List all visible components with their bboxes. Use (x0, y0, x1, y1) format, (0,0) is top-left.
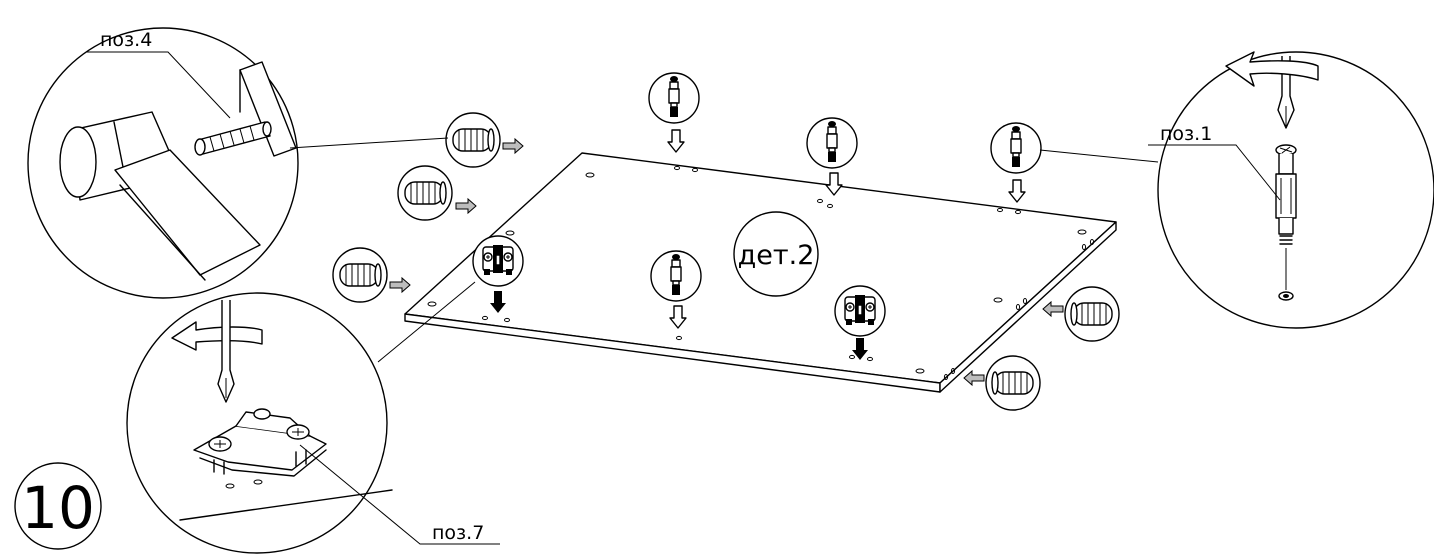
detail-circle-mounting-plate (126, 292, 500, 554)
step-number: 10 (21, 474, 95, 542)
dowel-marker (397, 165, 477, 221)
dowel-marker (332, 247, 411, 303)
dowel-marker (1042, 286, 1120, 342)
panel-label: дет.2 (738, 240, 815, 271)
panel-label-badge: дет.2 (733, 211, 819, 297)
callout-pos7-label: поз.7 (432, 522, 484, 544)
eccentric-pin-marker (990, 122, 1042, 203)
callout-pos4-label: поз.4 (100, 29, 152, 51)
detail-circle-dowel (27, 27, 449, 299)
dowel-marker (445, 112, 524, 168)
detail-circle-eccentric-pin (1039, 51, 1434, 329)
step-number-badge: 10 (14, 462, 102, 550)
dowel-marker (963, 355, 1041, 411)
callout-pos1-label: поз.1 (1160, 123, 1212, 145)
eccentric-pin-marker (648, 72, 700, 153)
mounting-plate-marker (377, 235, 524, 363)
